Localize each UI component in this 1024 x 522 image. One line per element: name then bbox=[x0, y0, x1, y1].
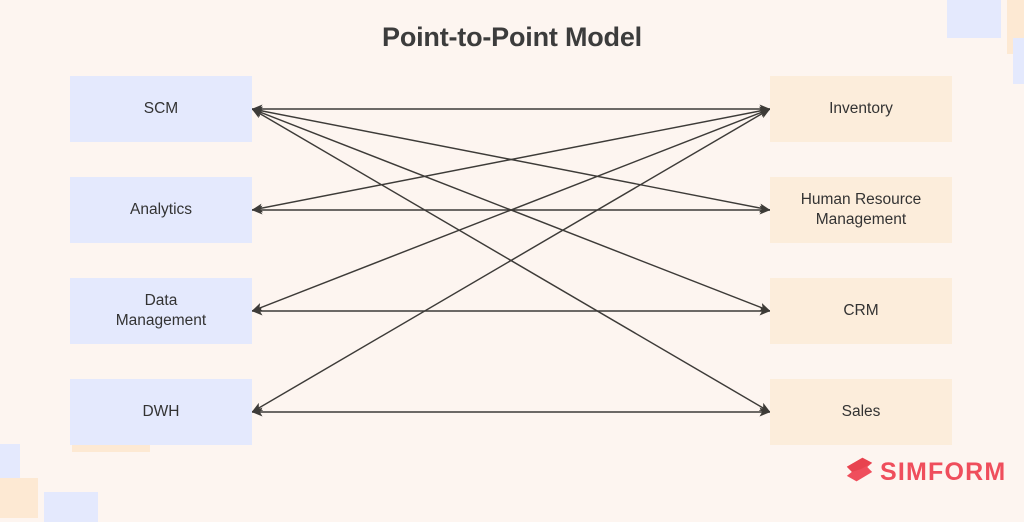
connection-dwh-to-inventory bbox=[251, 108, 771, 413]
node-inventory[interactable]: Inventory bbox=[770, 76, 952, 142]
decor-block-bottom-left-peach-1 bbox=[0, 478, 38, 518]
node-scm[interactable]: SCM bbox=[70, 76, 252, 142]
node-sales[interactable]: Sales bbox=[770, 379, 952, 445]
connection-scm-to-crm bbox=[251, 108, 771, 312]
node-analytics[interactable]: Analytics bbox=[70, 177, 252, 243]
connection-analytics-to-inventory bbox=[251, 106, 771, 213]
page-title: Point-to-Point Model bbox=[382, 22, 642, 52]
connection-data-management-to-inventory bbox=[251, 108, 771, 312]
connection-scm-to-sales bbox=[251, 108, 771, 413]
decor-block-bottom-left-lavender-1 bbox=[0, 444, 20, 484]
simform-wordmark: SIMFORM bbox=[880, 457, 1007, 486]
node-crm[interactable]: CRM bbox=[770, 278, 952, 344]
connection-scm-to-hrm bbox=[251, 106, 771, 213]
node-dwh[interactable]: DWH bbox=[70, 379, 252, 445]
simform-logo: SIMFORM bbox=[846, 456, 1006, 488]
decor-block-bottom-left-lavender-2 bbox=[44, 492, 98, 522]
simform-bolt-icon bbox=[846, 456, 873, 488]
